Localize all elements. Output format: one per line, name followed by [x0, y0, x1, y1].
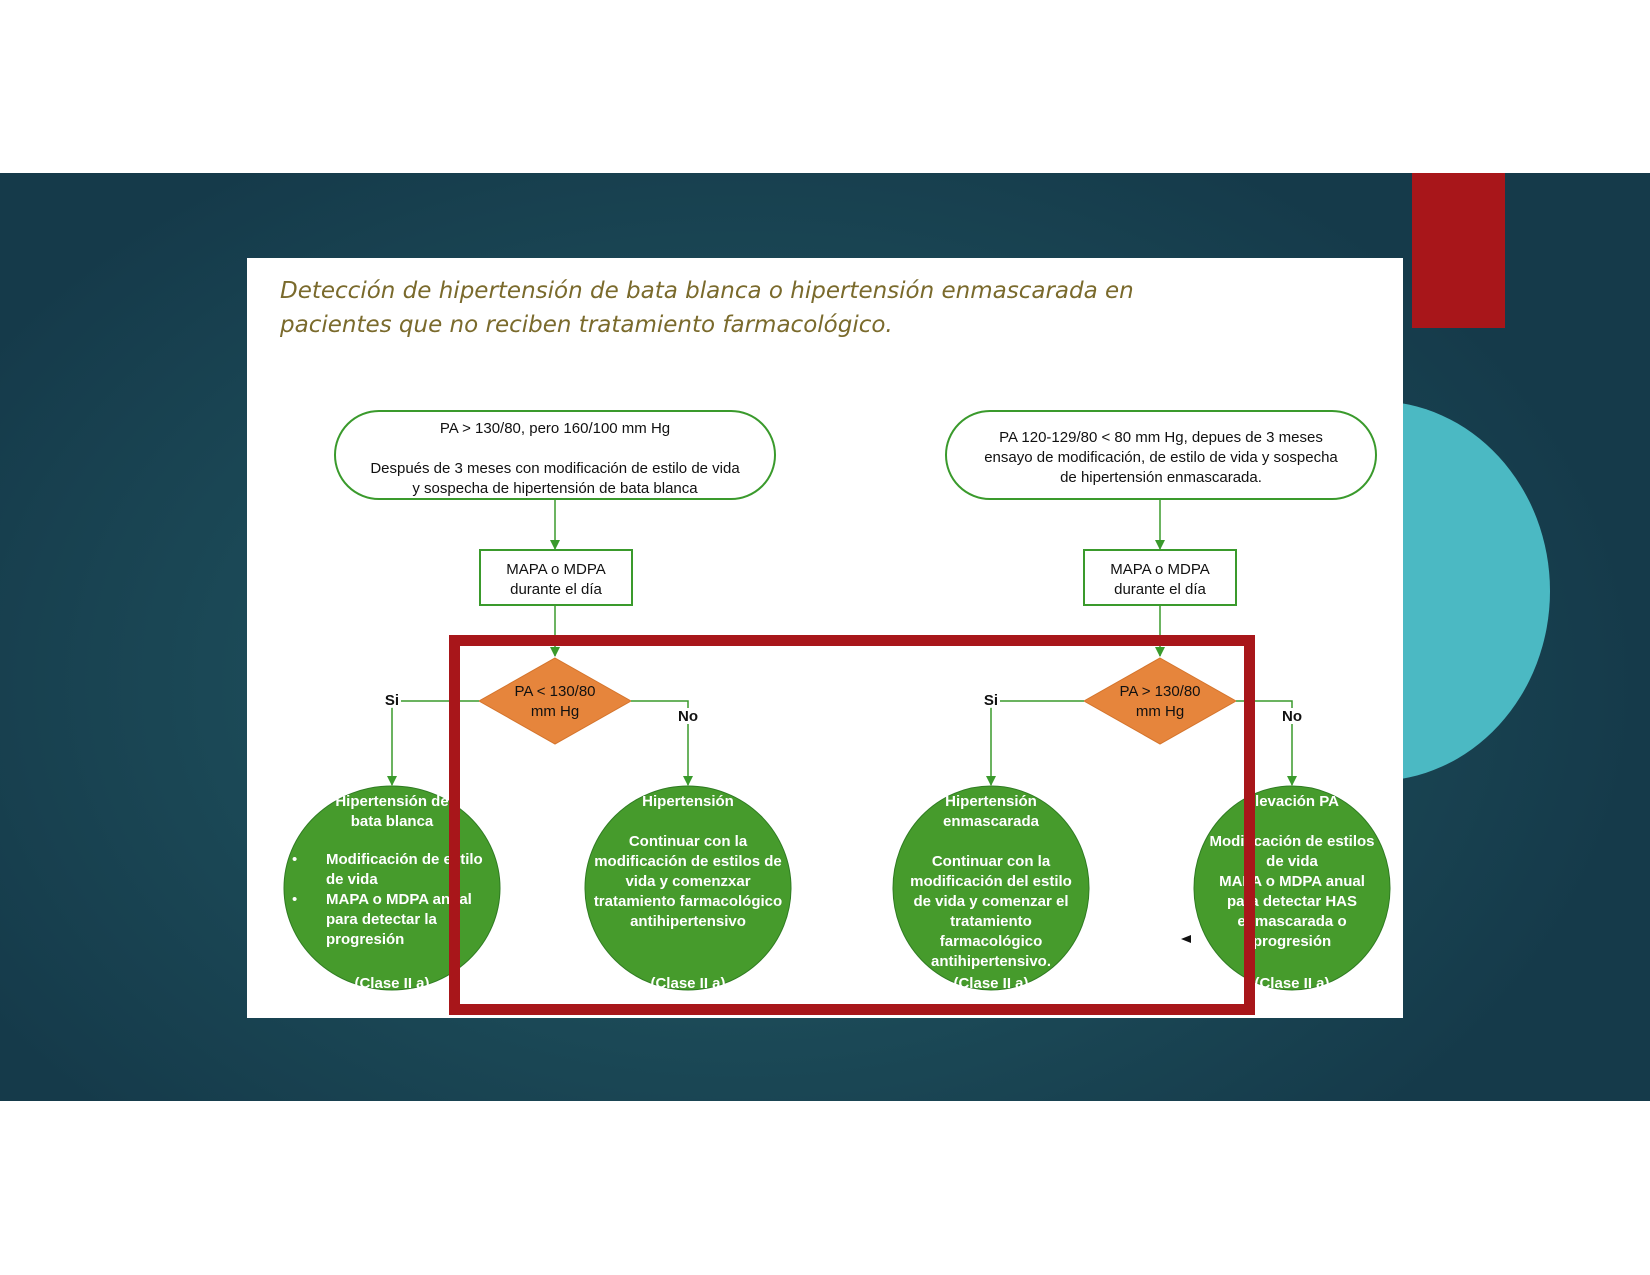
outcome-masked-body-line: tratamiento	[950, 913, 1032, 930]
outcome-elevated-bp	[1193, 785, 1391, 991]
outcome-elevated-bp-body-line: Modificación de estilos	[1209, 833, 1374, 850]
outcome-hypertension-body-line: modificación de estilos de	[594, 853, 782, 870]
decision-node-left	[477, 657, 633, 745]
no-connector-left	[631, 700, 693, 786]
outcome-hypertension-body-line: Continuar con la	[629, 833, 748, 850]
start-node-right-text-line: de hipertensión enmascarada.	[1060, 469, 1262, 486]
no-label-left: No	[678, 708, 698, 725]
outcome-masked-body: Continuar con la modificación del estilo d…	[910, 853, 1072, 970]
start-node-right	[945, 410, 1377, 500]
outcome-masked	[892, 785, 1090, 991]
start-node-left-text-line: y sospecha de hipertensión de bata blanc…	[412, 480, 698, 497]
test-node-left	[479, 549, 633, 606]
outcome-white-coat-title: Hipertensión de bata blanca	[335, 793, 448, 830]
outcome-masked-body-line: modificación del estilo	[910, 873, 1072, 890]
outcome-masked-body-line: de vida y comenzar el	[913, 893, 1068, 910]
outcome-masked-class: (Clase II a)	[953, 975, 1028, 992]
test-node-right-text-line: MAPA o MDPA	[1110, 561, 1209, 578]
outcome-hypertension-class: (Clase II a)	[650, 975, 725, 992]
small-arrow-icon	[1181, 935, 1191, 943]
outcome-elevated-bp-body-line: de vida	[1266, 853, 1318, 870]
outcome-hypertension-title-line: Hipertensión	[642, 793, 734, 810]
start-node-left-text-line: Después de 3 meses con modificación de e…	[370, 460, 740, 477]
bullet-dot: •	[292, 891, 297, 908]
start-node-left-text: PA > 130/80, pero 160/100 mm Hg Después …	[370, 420, 740, 497]
outcome-white-coat-bullet-1-line: de vida	[326, 871, 378, 888]
bullet-dot: •	[292, 851, 297, 868]
outcome-white-coat-bullet-2-line: progresión	[326, 931, 404, 948]
start-node-left-text-line	[553, 440, 557, 457]
outcome-white-coat-bullet-2: MAPA o MDPA anual para detectar la progres…	[326, 891, 472, 948]
test-node-left-text-line: MAPA o MDPA	[506, 561, 605, 578]
outcome-elevated-bp-body-line: enmascarada o	[1237, 913, 1346, 930]
test-node-left-text: MAPA o MDPA durante el día	[506, 561, 605, 598]
outcome-masked-body-line: Continuar con la	[932, 853, 1051, 870]
start-node-right-text: PA 120-129/80 < 80 mm Hg, depues de 3 me…	[984, 429, 1338, 486]
outcome-elevated-bp-body-line: MAPA o MDPA anual	[1219, 873, 1365, 890]
decision-node-left-text-line: mm Hg	[531, 703, 579, 720]
outcome-hypertension-body-line: antihipertensivo	[630, 913, 746, 930]
figure-title-line-2: pacientes que no reciben tratamiento far…	[280, 312, 893, 338]
outcome-masked-body-line: farmacológico	[940, 933, 1043, 950]
decision-node-left-text: PA < 130/80 mm Hg	[514, 683, 595, 720]
decision-node-right-text-line: PA > 130/80	[1119, 683, 1200, 700]
outcome-white-coat	[283, 785, 501, 991]
outcome-elevated-bp-class: (Clase II a)	[1254, 975, 1329, 992]
figure-title-line-1: Detección de hipertensión de bata blanca…	[280, 278, 1134, 304]
outcome-white-coat-bullet-1-line: Modificación de estilo	[326, 851, 483, 868]
outcome-white-coat-bullet-2-line: MAPA o MDPA anual	[326, 891, 472, 908]
outcome-masked-title: Hipertensión enmascarada	[943, 793, 1040, 830]
start-node-right-text-line: PA 120-129/80 < 80 mm Hg, depues de 3 me…	[999, 429, 1323, 446]
test-node-right-text-line: durante el día	[1114, 581, 1206, 598]
no-label-right: No	[1282, 708, 1302, 725]
outcome-white-coat-bullet-2-line: para detectar la	[326, 911, 438, 928]
outcome-hypertension-body-line: tratamiento farmacológico	[594, 893, 782, 910]
flowchart-figure: Detección de hipertensión de bata blanca…	[247, 258, 1403, 1018]
outcome-hypertension-body-line: vida y comenzxar	[625, 873, 750, 890]
outcome-masked-body-line: antihipertensivo.	[931, 953, 1051, 970]
test-node-right-text: MAPA o MDPA durante el día	[1110, 561, 1209, 598]
decision-node-left-text-line: PA < 130/80	[514, 683, 595, 700]
outcome-elevated-bp-body-line: progresión	[1253, 933, 1331, 950]
outcome-masked-title-line: enmascarada	[943, 813, 1040, 830]
decision-node-right-text: PA > 130/80 mm Hg	[1119, 683, 1200, 720]
outcome-white-coat-title-line: bata blanca	[351, 813, 434, 830]
yes-label-right: Si	[984, 692, 998, 709]
yes-connector-left	[387, 700, 479, 786]
outcome-white-coat-title-line: Hipertensión de	[335, 793, 448, 810]
yes-label-left: Si	[385, 692, 399, 709]
yes-connector-right	[986, 700, 1084, 786]
outcome-white-coat-bullet-1: Modificación de estilo de vida	[326, 851, 483, 888]
flowchart-diagram: PA > 130/80, pero 160/100 mm Hg Después …	[283, 410, 1391, 992]
decorative-red-bar	[1412, 173, 1505, 328]
start-node-right-text-line: ensayo de modificación, de estilo de vid…	[984, 449, 1338, 466]
start-node-left-text-line: PA > 130/80, pero 160/100 mm Hg	[440, 420, 670, 437]
decision-node-right-text-line: mm Hg	[1136, 703, 1184, 720]
outcome-white-coat-bullets: • Modificación de estilo de vida • MAPA o…	[292, 851, 483, 948]
test-node-left-text-line: durante el día	[510, 581, 602, 598]
outcome-elevated-bp-body-line: para detectar HAS	[1227, 893, 1357, 910]
outcome-masked-title-line: Hipertensión	[945, 793, 1037, 810]
figure-title: Detección de hipertensión de bata blanca…	[280, 274, 1340, 342]
outcome-hypertension-title: Hipertensión	[642, 793, 734, 810]
outcome-hypertension	[584, 785, 792, 991]
outcome-elevated-bp-title: Elevación PA	[1245, 793, 1339, 810]
outcome-hypertension-body: Continuar con la modificación de estilos …	[594, 833, 782, 930]
decision-node-right	[1082, 657, 1238, 745]
outcome-white-coat-class: (Clase II a)	[354, 975, 429, 992]
outcome-elevated-bp-title-line: Elevación PA	[1245, 793, 1339, 810]
